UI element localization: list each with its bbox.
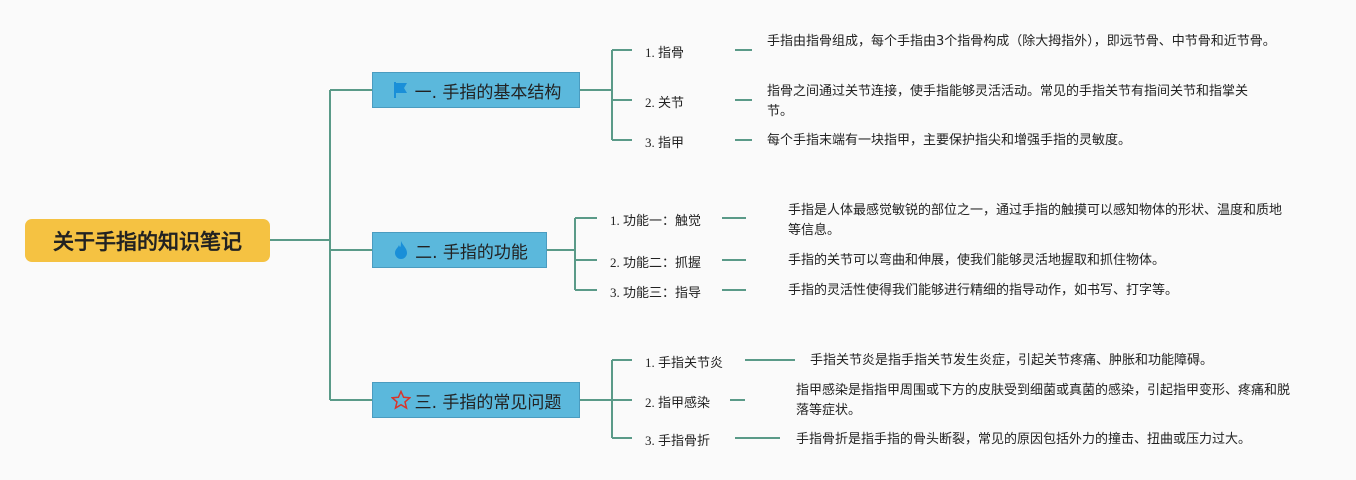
branch-function[interactable]: 二. 手指的功能 [372, 232, 547, 268]
leaf-description[interactable]: 手指由指骨组成，每个手指由3个指骨构成（除大拇指外），即远节骨、中节骨和近节骨。 [767, 34, 1276, 49]
leaf-description[interactable]: 手指关节炎是指手指关节发生炎症，引起关节疼痛、肿胀和功能障碍。 [810, 353, 1214, 368]
branch-title: 一. 手指的基本结构 [414, 82, 562, 103]
root-topic[interactable]: 关于手指的知识笔记 [25, 219, 270, 262]
leaf-label[interactable]: 3. 功能三：指导 [610, 285, 702, 300]
branch-problems[interactable]: 三. 手指的常见问题 [372, 382, 580, 418]
leaf-description[interactable]: 手指骨折是指手指的骨头断裂，常见的原因包括外力的撞击、扭曲或压力过大。 [796, 432, 1252, 447]
star-icon [390, 390, 411, 410]
leaf-label[interactable]: 2. 指甲感染 [645, 395, 711, 410]
leaf-description[interactable]: 指甲感染是指指甲周围或下方的皮肤受到细菌或真菌的感染，引起指甲变形、疼痛和脱落等… [796, 383, 1291, 418]
leaf-label[interactable]: 1. 指骨 [645, 45, 685, 60]
leaf-label[interactable]: 3. 指甲 [645, 135, 685, 150]
flag-icon [393, 82, 407, 98]
fire-icon [395, 241, 408, 259]
leaf-label[interactable]: 3. 手指骨折 [645, 433, 711, 448]
leaf-label[interactable]: 2. 功能二：抓握 [610, 255, 702, 270]
leaf-description[interactable]: 指骨之间通过关节连接，使手指能够灵活活动。常见的手指关节有指间关节和指掌关节。 [767, 84, 1249, 119]
leaf-description[interactable]: 手指的灵活性使得我们能够进行精细的指导动作，如书写、打字等。 [788, 283, 1179, 298]
leaf-label[interactable]: 2. 关节 [645, 95, 685, 110]
leaf-description[interactable]: 手指的关节可以弯曲和伸展，使我们能够灵活地握取和抓住物体。 [788, 253, 1166, 268]
branch-title: 三. 手指的常见问题 [414, 392, 562, 413]
leaf-label[interactable]: 1. 手指关节炎 [645, 355, 724, 370]
leaf-description[interactable]: 手指是人体最感觉敏锐的部位之一，通过手指的触摸可以感知物体的形状、温度和质地等信… [788, 203, 1283, 238]
leaf-label[interactable]: 1. 功能一：触觉 [610, 213, 702, 228]
branch-title: 二. 手指的功能 [415, 242, 528, 263]
branch-structure[interactable]: 一. 手指的基本结构 [372, 72, 580, 108]
leaf-description[interactable]: 每个手指末端有一块指甲，主要保护指尖和增强手指的灵敏度。 [767, 133, 1132, 148]
